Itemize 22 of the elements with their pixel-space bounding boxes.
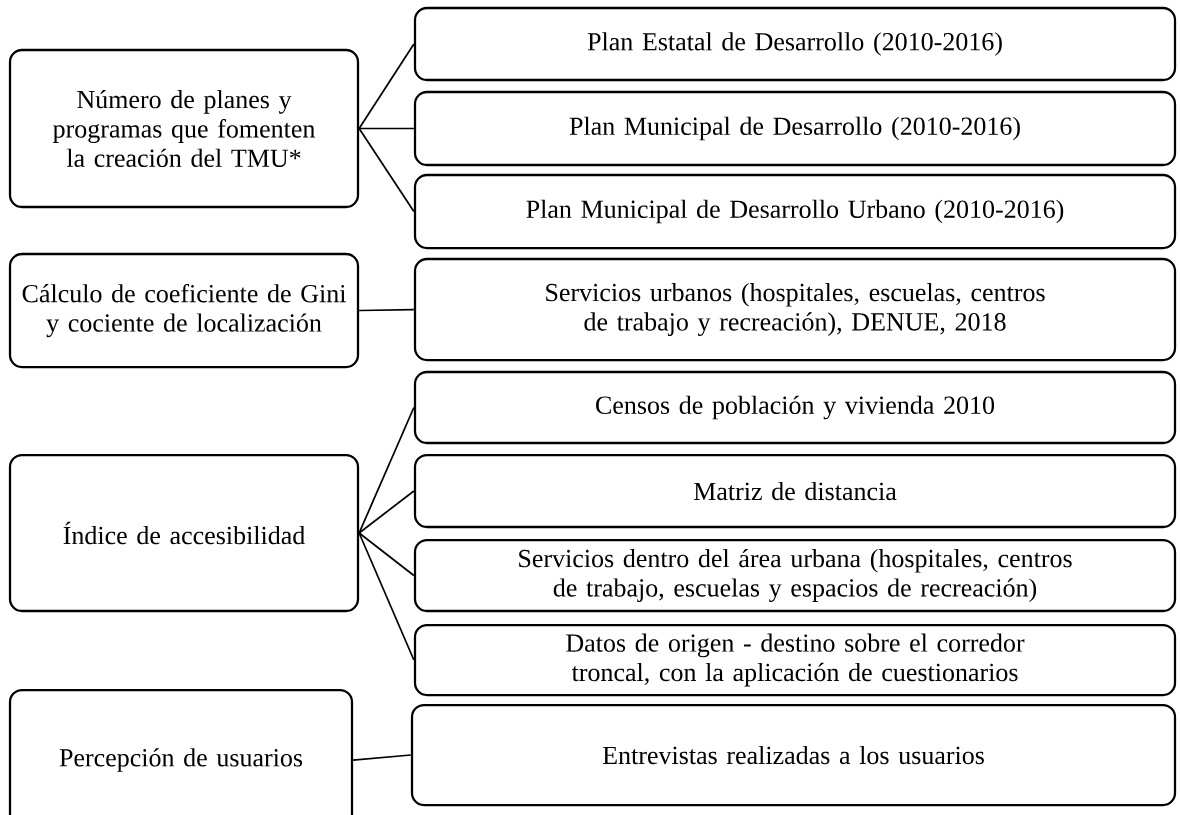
process-box: Cálculo de coeficiente de Gini y cociente de localización <box>8 252 360 369</box>
process-box: Plan Estatal de Desarrollo (2010-2016) <box>413 6 1177 82</box>
connector-line <box>358 490 415 534</box>
process-box: Plan Municipal de Desarrollo (2010-2016) <box>413 90 1177 167</box>
connector-line <box>358 127 415 213</box>
connector-line <box>358 532 415 577</box>
process-box: Percepción de usuarios <box>8 688 354 815</box>
process-box: Índice de accesibilidad <box>8 453 360 613</box>
process-box: Matriz de distancia <box>413 453 1177 529</box>
process-box: Plan Municipal de Desarrollo Urbano (2010-2016) <box>413 173 1177 250</box>
connector-line <box>352 754 412 761</box>
process-box: Datos de origen - destino sobre el corredor troncal, con la aplicación de cuestionarios <box>413 623 1177 697</box>
process-box: Número de planes y programas que fomenten la creación del TMU* <box>8 48 360 209</box>
connector-line <box>358 127 415 130</box>
process-box: Servicios urbanos (hospitales, escuelas, centros de trabajo y recreación), DENUE, 2018 <box>413 257 1177 362</box>
connector-line <box>358 532 415 661</box>
process-box: Entrevistas realizadas a los usuarios <box>410 703 1177 807</box>
process-box: Servicios dentro del área urbana (hospitales, centros de trabajo, escuelas y espacios de recreación) <box>413 538 1177 613</box>
connector-line <box>358 406 415 534</box>
connector-line <box>358 43 415 130</box>
connector-line <box>358 308 415 312</box>
process-box: Censos de población y vivienda 2010 <box>413 370 1177 445</box>
